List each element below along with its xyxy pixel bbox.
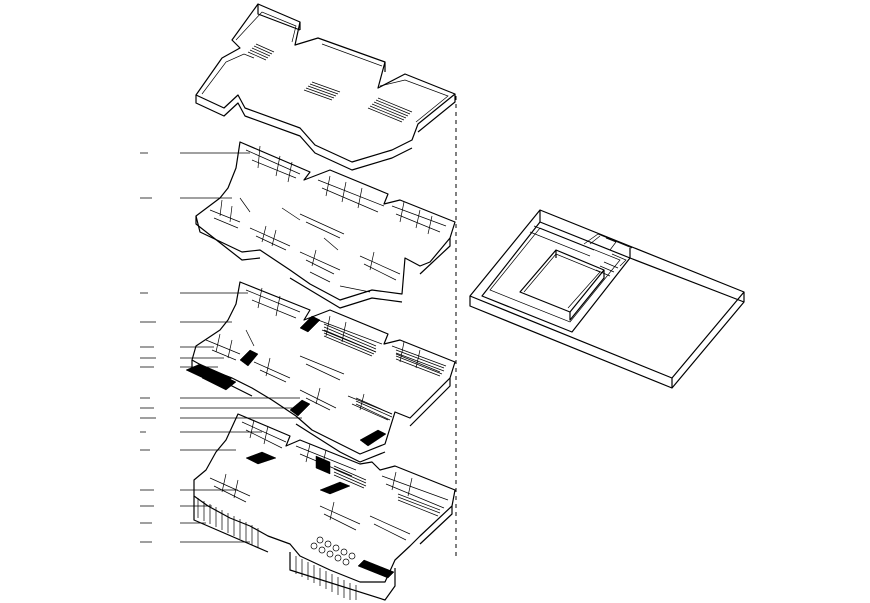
roof-plate bbox=[195, 3, 456, 171]
label-tick-marks bbox=[140, 152, 156, 543]
floor-2-plan bbox=[191, 281, 456, 463]
roof-stair-3 bbox=[367, 97, 413, 123]
floor-2-dark-fills bbox=[185, 315, 387, 447]
site-massing-block bbox=[469, 209, 745, 389]
floor-1-facade-columns bbox=[197, 498, 357, 600]
roof-stair-1 bbox=[247, 43, 275, 61]
label-leaders bbox=[180, 152, 302, 543]
floor-3-plan bbox=[195, 141, 456, 309]
floor-1-tables bbox=[310, 536, 356, 566]
floor-1-seating-rows bbox=[333, 465, 441, 517]
roof-stair-2 bbox=[303, 81, 341, 101]
floor-2-seating-rows bbox=[323, 323, 445, 421]
floor-1-dark-fills bbox=[245, 451, 395, 579]
